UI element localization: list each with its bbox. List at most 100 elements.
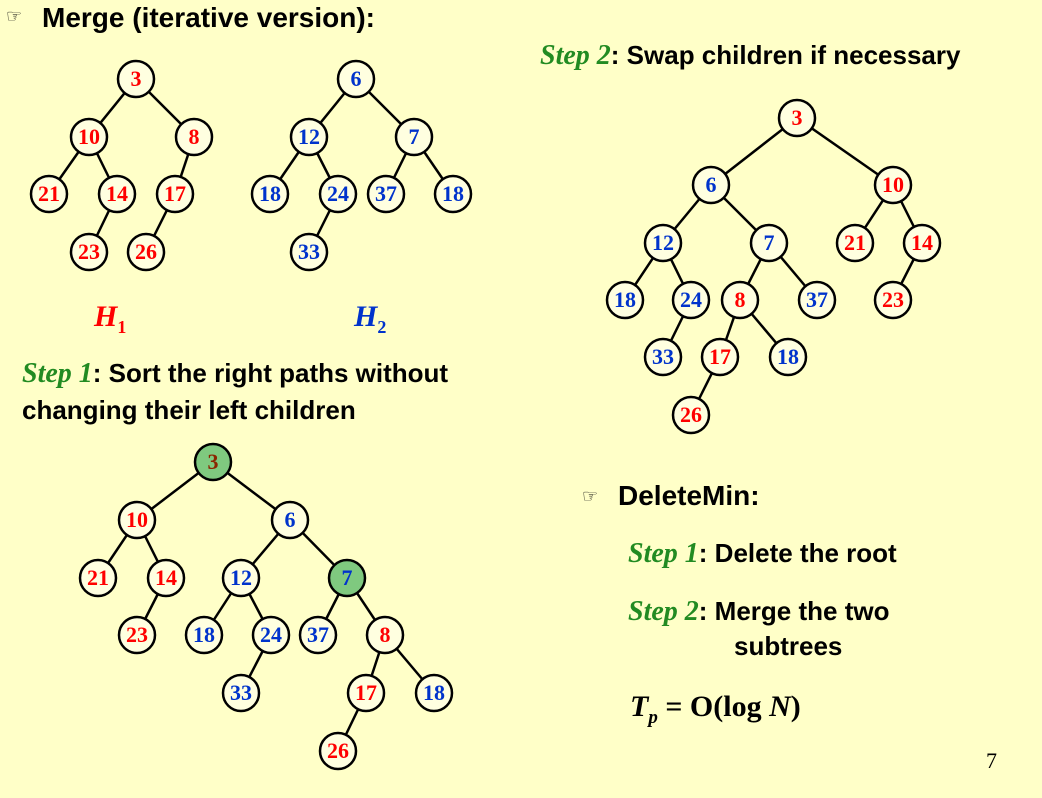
merge-step1-line1: Step 1: Sort the right paths without [22,358,448,390]
node-key: 37 [375,181,397,206]
node-key: 10 [126,507,148,532]
node-circle [298,615,338,655]
node-circle [221,558,261,598]
node-circle [318,731,358,771]
node-key: 17 [355,680,377,705]
tree-node: 33 [289,232,329,272]
node-circle [184,615,224,655]
node-key: 7 [342,565,353,590]
tree-node: 33 [221,673,261,713]
tree-node: 12 [643,223,683,263]
node-key: 24 [327,181,349,206]
tree-node: 18 [250,174,290,214]
heap1-label: H1 [94,300,126,338]
tree-node: 18 [768,337,808,377]
node-key: 18 [614,287,636,312]
node-circle [605,280,645,320]
tree-node: 8 [720,280,760,320]
node-key: 12 [298,124,320,149]
node-circle [749,223,789,263]
heap2-label-letter: H [354,300,378,333]
node-circle [78,558,118,598]
tree-node: 7 [394,117,434,157]
merge-step2-text: : Swap children if necessary [610,40,961,70]
node-circle [126,232,166,272]
tree-node: 12 [221,558,261,598]
complexity-n: N [769,690,791,723]
node-circle [174,117,214,157]
node-key: 8 [735,287,746,312]
node-key: 3 [208,449,219,474]
node-key: 10 [882,172,904,197]
node-circle [433,174,473,214]
node-circle [251,615,291,655]
node-key: 37 [806,287,828,312]
node-key: 18 [442,181,464,206]
tree-node: 26 [126,232,166,272]
node-key: 8 [189,124,200,149]
tree-node: 37 [298,615,338,655]
heap2-label-sub: 2 [377,317,387,337]
tree-node: 24 [671,280,711,320]
deletemin-step1: Step 1: Delete the root [628,538,897,570]
node-key: 33 [298,239,320,264]
node-circle [97,174,137,214]
node-circle [336,59,376,99]
deletemin-step1-text: : Delete the root [698,538,897,568]
node-circle [289,232,329,272]
node-key: 14 [911,230,933,255]
node-circle [691,165,731,205]
tree-node: 18 [184,615,224,655]
node-key: 21 [38,181,60,206]
node-key: 23 [126,622,148,647]
complexity-close: ) [790,690,801,723]
node-key: 14 [106,181,128,206]
tree-node: 6 [336,59,376,99]
tree-node: 14 [97,174,137,214]
tree-node: 6 [270,500,310,540]
node-key: 17 [164,181,186,206]
pointing-hand-icon: ☞ [6,6,23,27]
node-key: 24 [680,287,702,312]
deletemin-step2-line2: subtrees [734,631,843,661]
tree-node: 21 [78,558,118,598]
tree-node: 7 [749,223,789,263]
node-key: 33 [230,680,252,705]
node-key: 7 [764,230,775,255]
node-circle [155,174,195,214]
tree-node: 14 [146,558,186,598]
node-key: 23 [78,239,100,264]
node-key: 3 [131,66,142,91]
node-circle [768,337,808,377]
node-key: 18 [777,344,799,369]
node-key: 33 [652,344,674,369]
node-circle [643,337,683,377]
tree-node: 37 [797,280,837,320]
pointing-hand-icon: ☞ [582,486,599,507]
node-key: 18 [193,622,215,647]
node-key: 6 [706,172,717,197]
node-key: 10 [78,124,100,149]
tree-node: 14 [902,223,942,263]
node-circle [69,232,109,272]
node-circle [29,174,69,214]
node-key: 21 [844,230,866,255]
node-key: 26 [327,738,349,763]
tree-node: 23 [69,232,109,272]
node-circle [394,117,434,157]
node-key: 37 [307,622,329,647]
node-circle [193,442,233,482]
node-key: 17 [709,344,731,369]
tree-node: 17 [155,174,195,214]
node-key: 12 [652,230,674,255]
node-circle [327,558,367,598]
tree-node: 3 [777,98,817,138]
node-key: 24 [260,622,282,647]
tree-node: 23 [117,615,157,655]
merge-step2-label: Step 2 [540,40,611,71]
node-circle [289,117,329,157]
node-circle [873,165,913,205]
complexity-formula: Tp = O(log N) [630,690,801,729]
